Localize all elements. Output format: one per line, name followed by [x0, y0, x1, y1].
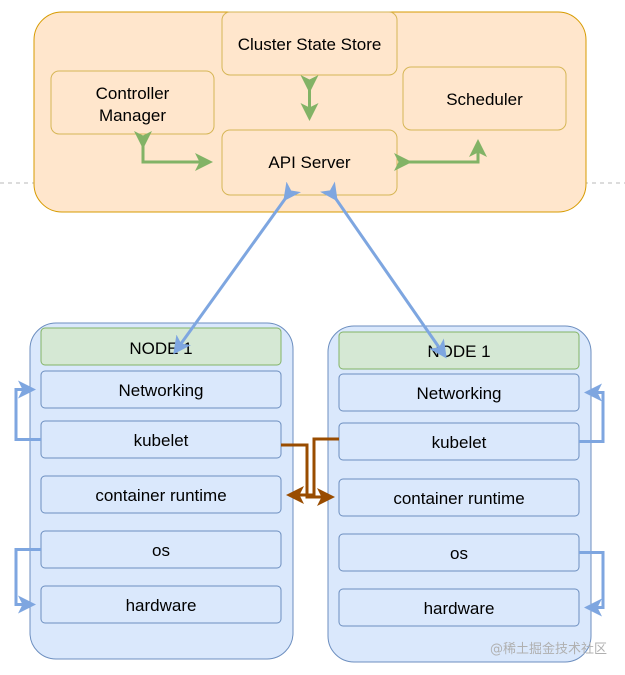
node-right-hardware-label: hardware [424, 599, 495, 618]
node-left-networking-box [40, 370, 282, 409]
controller-manager-label-line1: Controller [96, 84, 170, 103]
api-node-right-arrow [320, 181, 447, 359]
node-right-kubelet-label: kubelet [432, 433, 487, 452]
node-left-networking-label: Networking [118, 381, 203, 400]
node-left-container-runtime-label: container runtime [95, 486, 226, 505]
node-left-os-hardware-arrow [14, 548, 41, 614]
api-server-label: API Server [268, 153, 351, 172]
node-right-networking-label: Networking [416, 384, 501, 403]
controller-manager-label-line2: Manager [99, 106, 166, 125]
node-right-container-runtime-label: container runtime [393, 489, 524, 508]
node-right-networking-box [338, 373, 580, 412]
scheduler-api-arrow [394, 139, 487, 171]
node-left-kubelet-label: kubelet [134, 431, 189, 450]
left-kubelet-right-runtime-arrow [281, 443, 335, 506]
controller-manager-box [50, 70, 215, 135]
node-right-container-runtime-box [338, 478, 580, 517]
node-left-container-runtime-box [40, 475, 282, 514]
cluster-state-store-label: Cluster State Store [238, 35, 382, 54]
node-left-kubelet-networking-arrow [14, 380, 41, 441]
node-right-os-hardware-arrow [579, 551, 605, 617]
api-node-left-arrow [173, 181, 302, 355]
controller-api-arrow [134, 131, 213, 171]
node-left-hardware-box [40, 585, 282, 624]
node-left-os-label: os [152, 541, 170, 560]
node-right-os-label: os [450, 544, 468, 563]
watermark: @稀土掘金技术社区 [490, 641, 607, 657]
node-right-hardware-box [338, 588, 580, 627]
node-right-kubelet-networking-arrow [579, 383, 605, 443]
right-kubelet-left-runtime-arrow [286, 437, 339, 504]
scheduler-box [402, 66, 567, 131]
node-left-hardware-label: hardware [126, 596, 197, 615]
scheduler-label: Scheduler [446, 90, 523, 109]
